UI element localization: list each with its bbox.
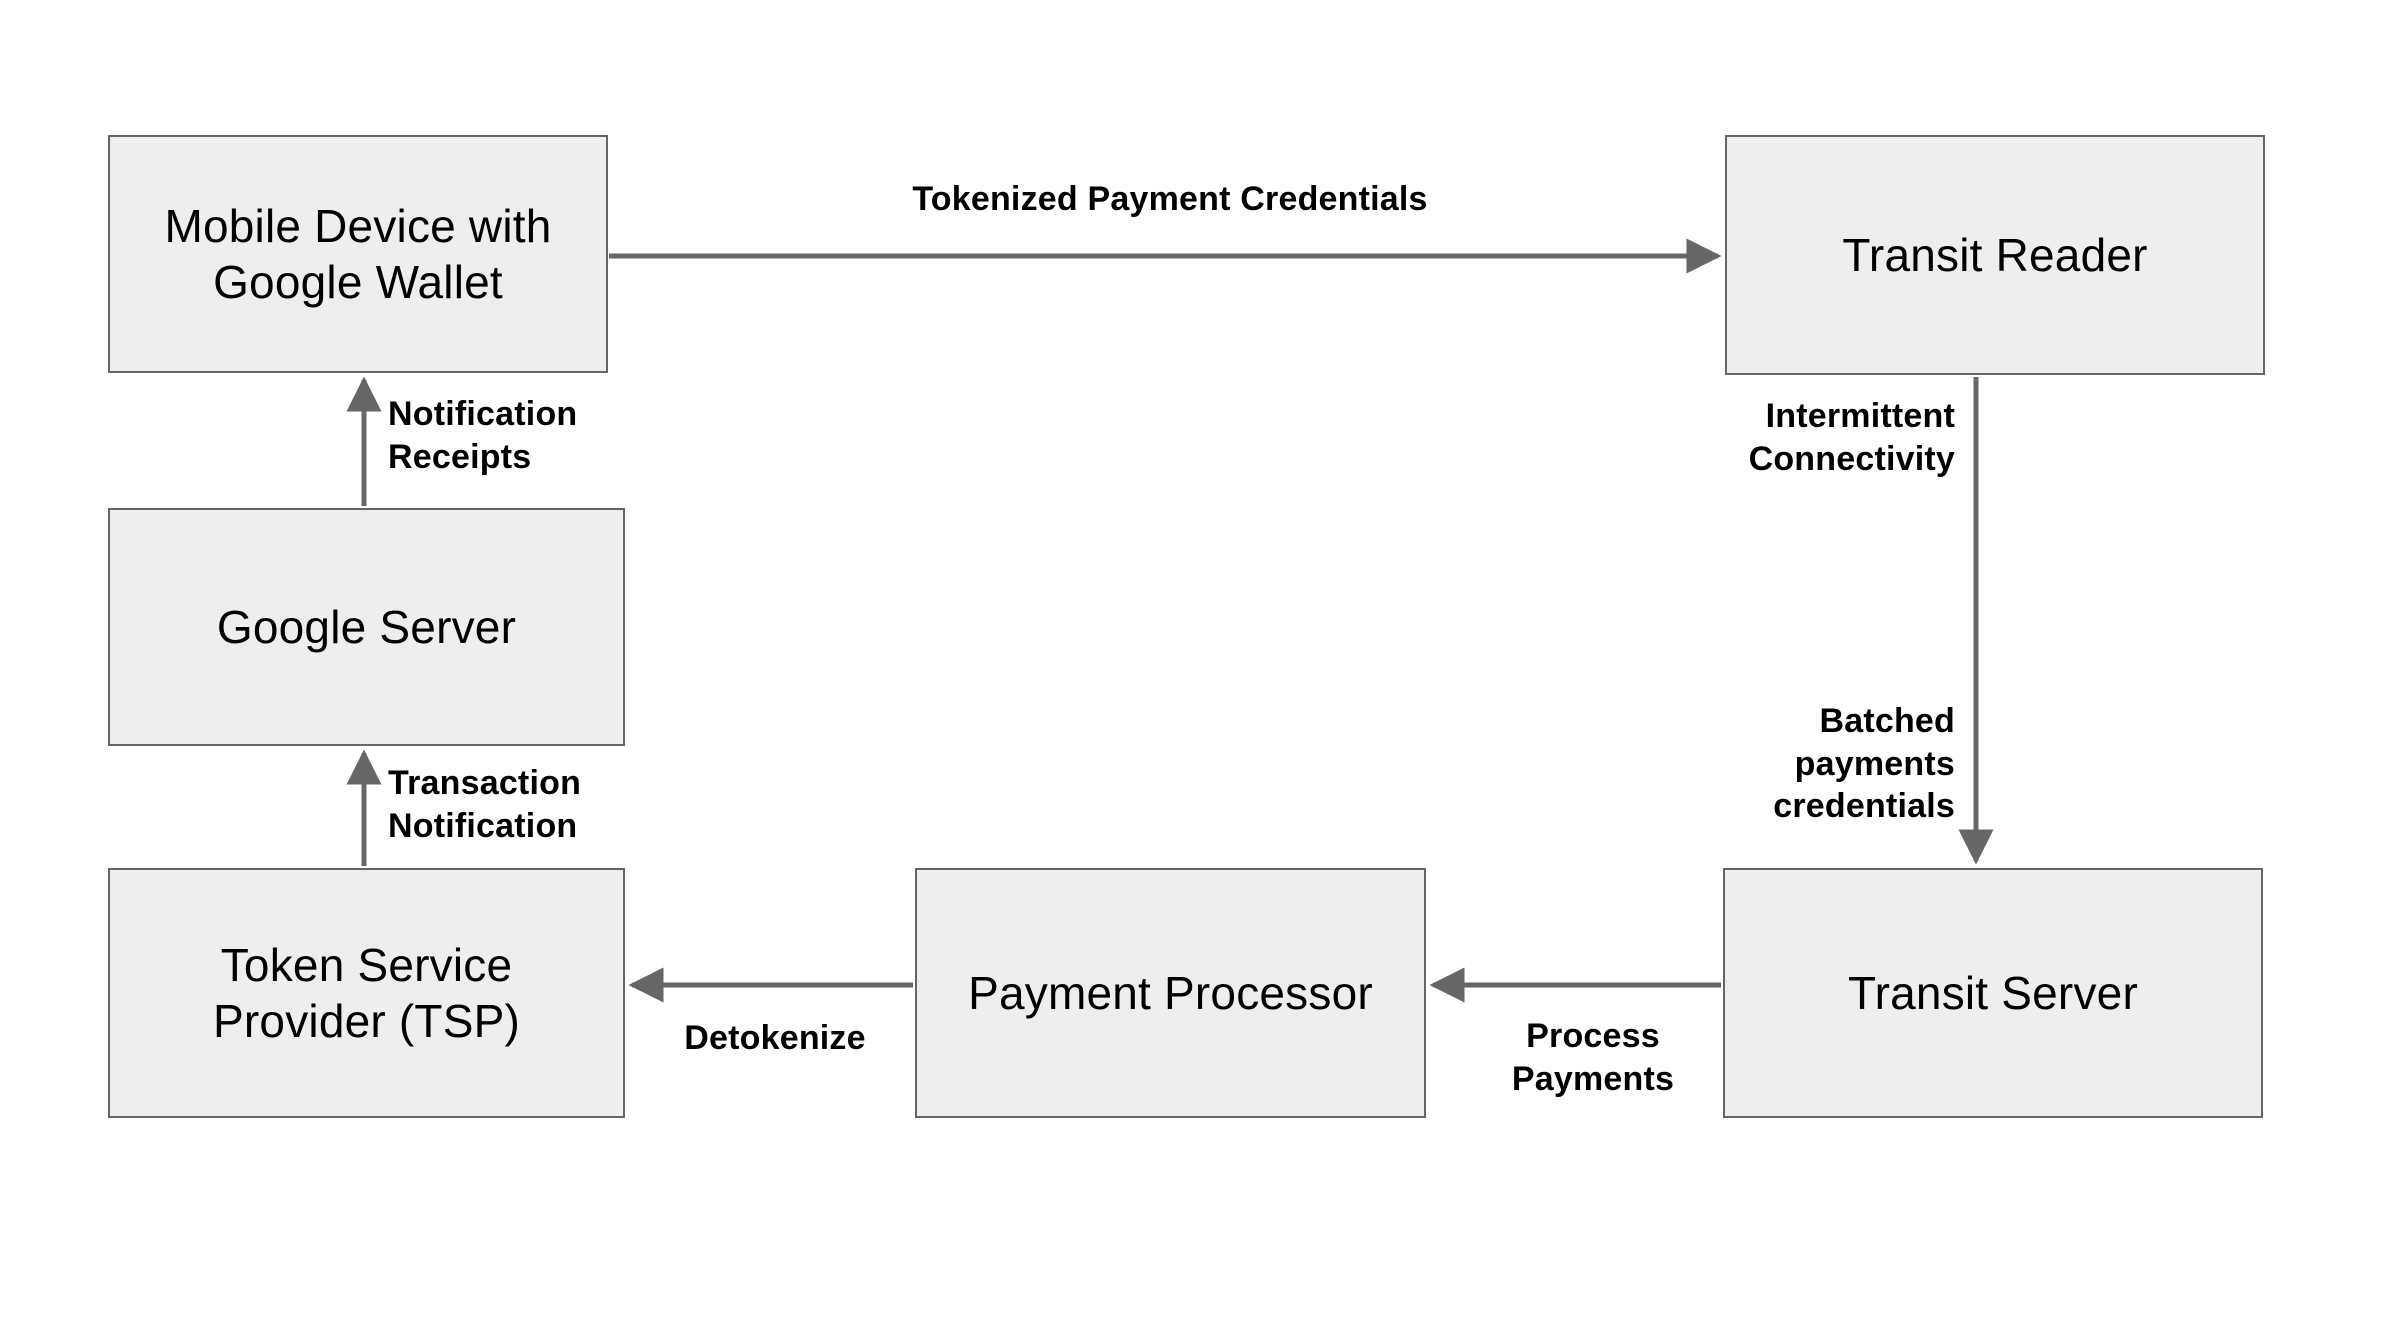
node-mobile-device[interactable]: Mobile Device with Google Wallet xyxy=(108,135,608,373)
edge-label-detokenize: Detokenize xyxy=(684,1019,866,1057)
node-payment-processor-label: Payment Processor xyxy=(968,966,1373,1019)
node-google-server-label: Google Server xyxy=(216,600,517,653)
edge-label-transaction-notification: Transaction Notification xyxy=(388,764,582,845)
node-transit-reader[interactable]: Transit Reader xyxy=(1725,135,2265,375)
edge-label-notification-receipts: Notification Receipts xyxy=(388,395,578,476)
node-transit-server[interactable]: Transit Server xyxy=(1723,868,2263,1118)
node-token-service-provider-label: Token Service Provider (TSP) xyxy=(213,938,520,1047)
node-payment-processor[interactable]: Payment Processor xyxy=(915,868,1426,1118)
node-transit-server-label: Transit Server xyxy=(1848,966,2138,1019)
node-transit-reader-label: Transit Reader xyxy=(1842,228,2148,281)
edge-label-process-payments: Process Payments xyxy=(1511,1017,1675,1098)
edge-label-tokenized-payment-credentials: Tokenized Payment Credentials xyxy=(912,180,1428,218)
node-token-service-provider[interactable]: Token Service Provider (TSP) xyxy=(108,868,625,1118)
node-google-server[interactable]: Google Server xyxy=(108,508,625,746)
edge-label-intermittent-connectivity: Intermittent Connectivity xyxy=(1748,397,1955,478)
edge-label-batched-payments-credentials: Batched payments credentials xyxy=(1773,702,1955,825)
node-mobile-device-label: Mobile Device with Google Wallet xyxy=(164,199,552,308)
